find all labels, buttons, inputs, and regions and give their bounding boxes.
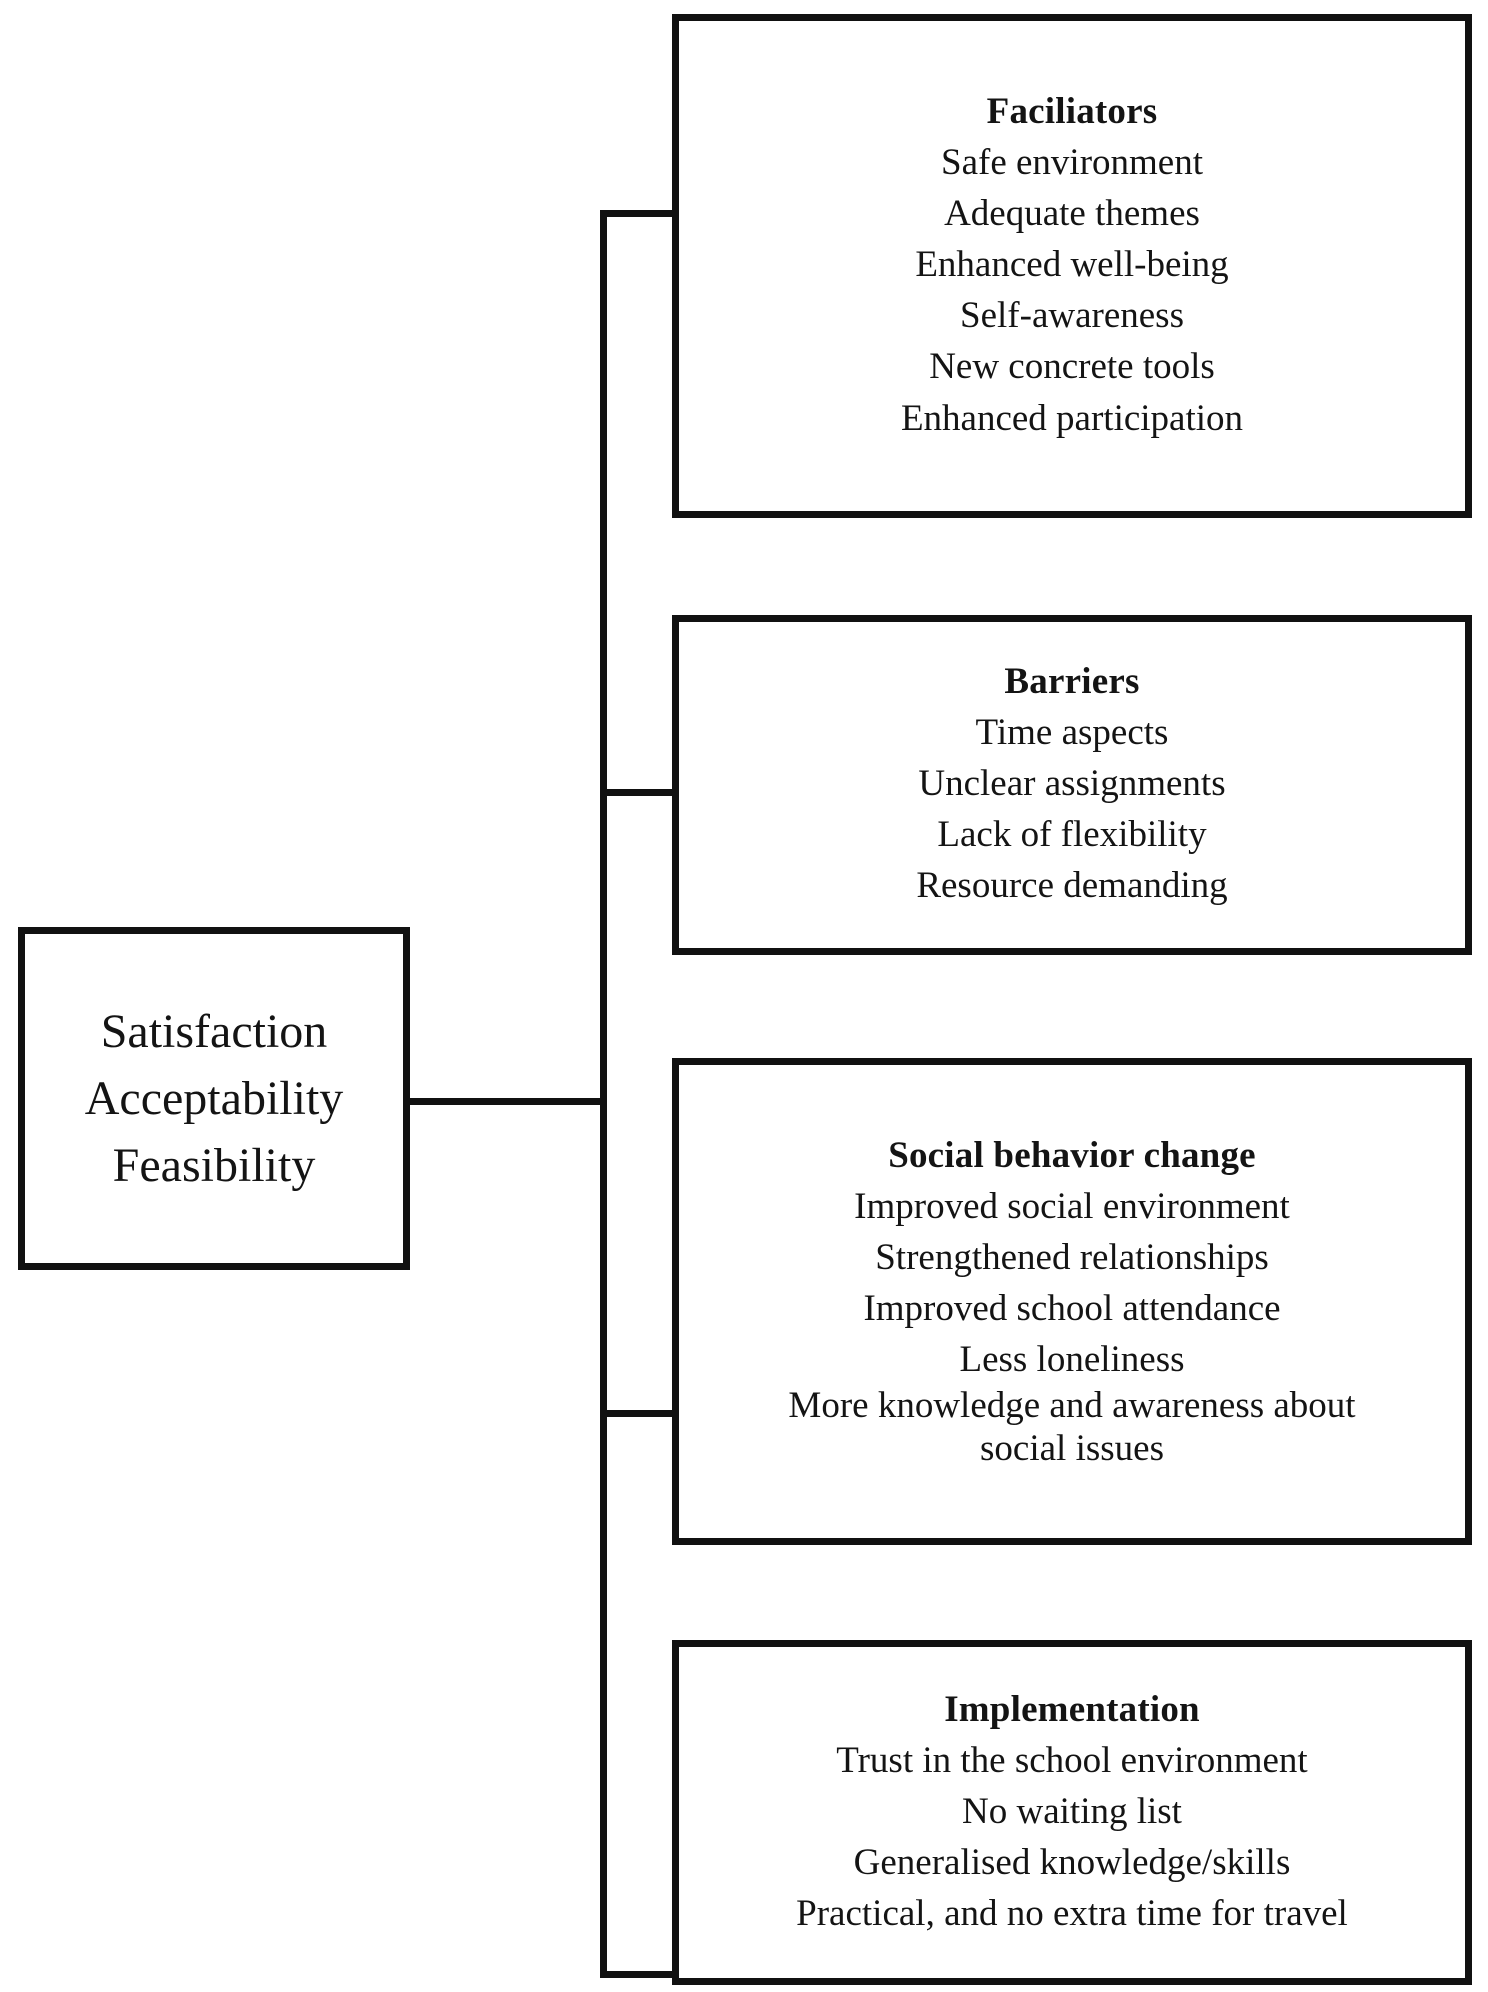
branch-box-social-behavior-change[interactable]: Social behavior change Improved social e… xyxy=(672,1058,1472,1545)
branch-item: Less loneliness xyxy=(959,1339,1185,1381)
root-line-3: Feasibility xyxy=(112,1139,316,1193)
branch-item: Improved social environment xyxy=(854,1185,1290,1227)
branch-box-barriers[interactable]: Barriers Time aspects Unclear assignment… xyxy=(672,615,1472,955)
branch-item: Adequate themes xyxy=(944,193,1200,235)
branch-item: Lack of flexibility xyxy=(937,814,1207,856)
branch-title-barriers: Barriers xyxy=(1004,661,1140,703)
branch-item: Enhanced participation xyxy=(900,397,1244,439)
branch-item: Resource demanding xyxy=(916,865,1228,907)
branch-item: Unclear assignments xyxy=(918,763,1226,805)
root-node-box[interactable]: Satisfaction Acceptability Feasibility xyxy=(18,927,410,1270)
root-line-2: Acceptability xyxy=(84,1071,344,1125)
connector-trunk-vertical xyxy=(600,210,607,1978)
connector-branch-3 xyxy=(600,1410,678,1417)
branch-title-faciliators: Faciliators xyxy=(986,91,1158,133)
branch-item: Strengthened relationships xyxy=(875,1236,1269,1278)
connector-branch-2 xyxy=(600,789,678,796)
connector-branch-4 xyxy=(600,1971,678,1978)
branch-item: Trust in the school environment xyxy=(836,1739,1308,1781)
branch-title-social-behavior-change: Social behavior change xyxy=(888,1135,1256,1177)
branch-title-implementation: Implementation xyxy=(944,1688,1200,1730)
branch-item: Practical, and no extra time for travel xyxy=(796,1892,1348,1934)
root-line-1: Satisfaction xyxy=(100,1004,328,1058)
branch-item: No waiting list xyxy=(962,1790,1182,1832)
branch-item: Generalised knowledge/skills xyxy=(853,1841,1291,1883)
connector-branch-1 xyxy=(600,210,678,217)
branch-item: Enhanced well-being xyxy=(915,244,1229,286)
branch-item: Safe environment xyxy=(941,142,1203,184)
branch-item: Time aspects xyxy=(975,712,1169,754)
branch-item: More knowledge and awareness about socia… xyxy=(788,1385,1356,1469)
branch-item: Self-awareness xyxy=(960,295,1184,337)
branch-box-implementation[interactable]: Implementation Trust in the school envir… xyxy=(672,1640,1472,1985)
branch-item: Improved school attendance xyxy=(863,1288,1281,1329)
branch-box-faciliators[interactable]: Faciliators Safe environment Adequate th… xyxy=(672,14,1472,518)
connector-root-to-trunk xyxy=(409,1098,607,1105)
branch-item: New concrete tools xyxy=(929,346,1215,388)
